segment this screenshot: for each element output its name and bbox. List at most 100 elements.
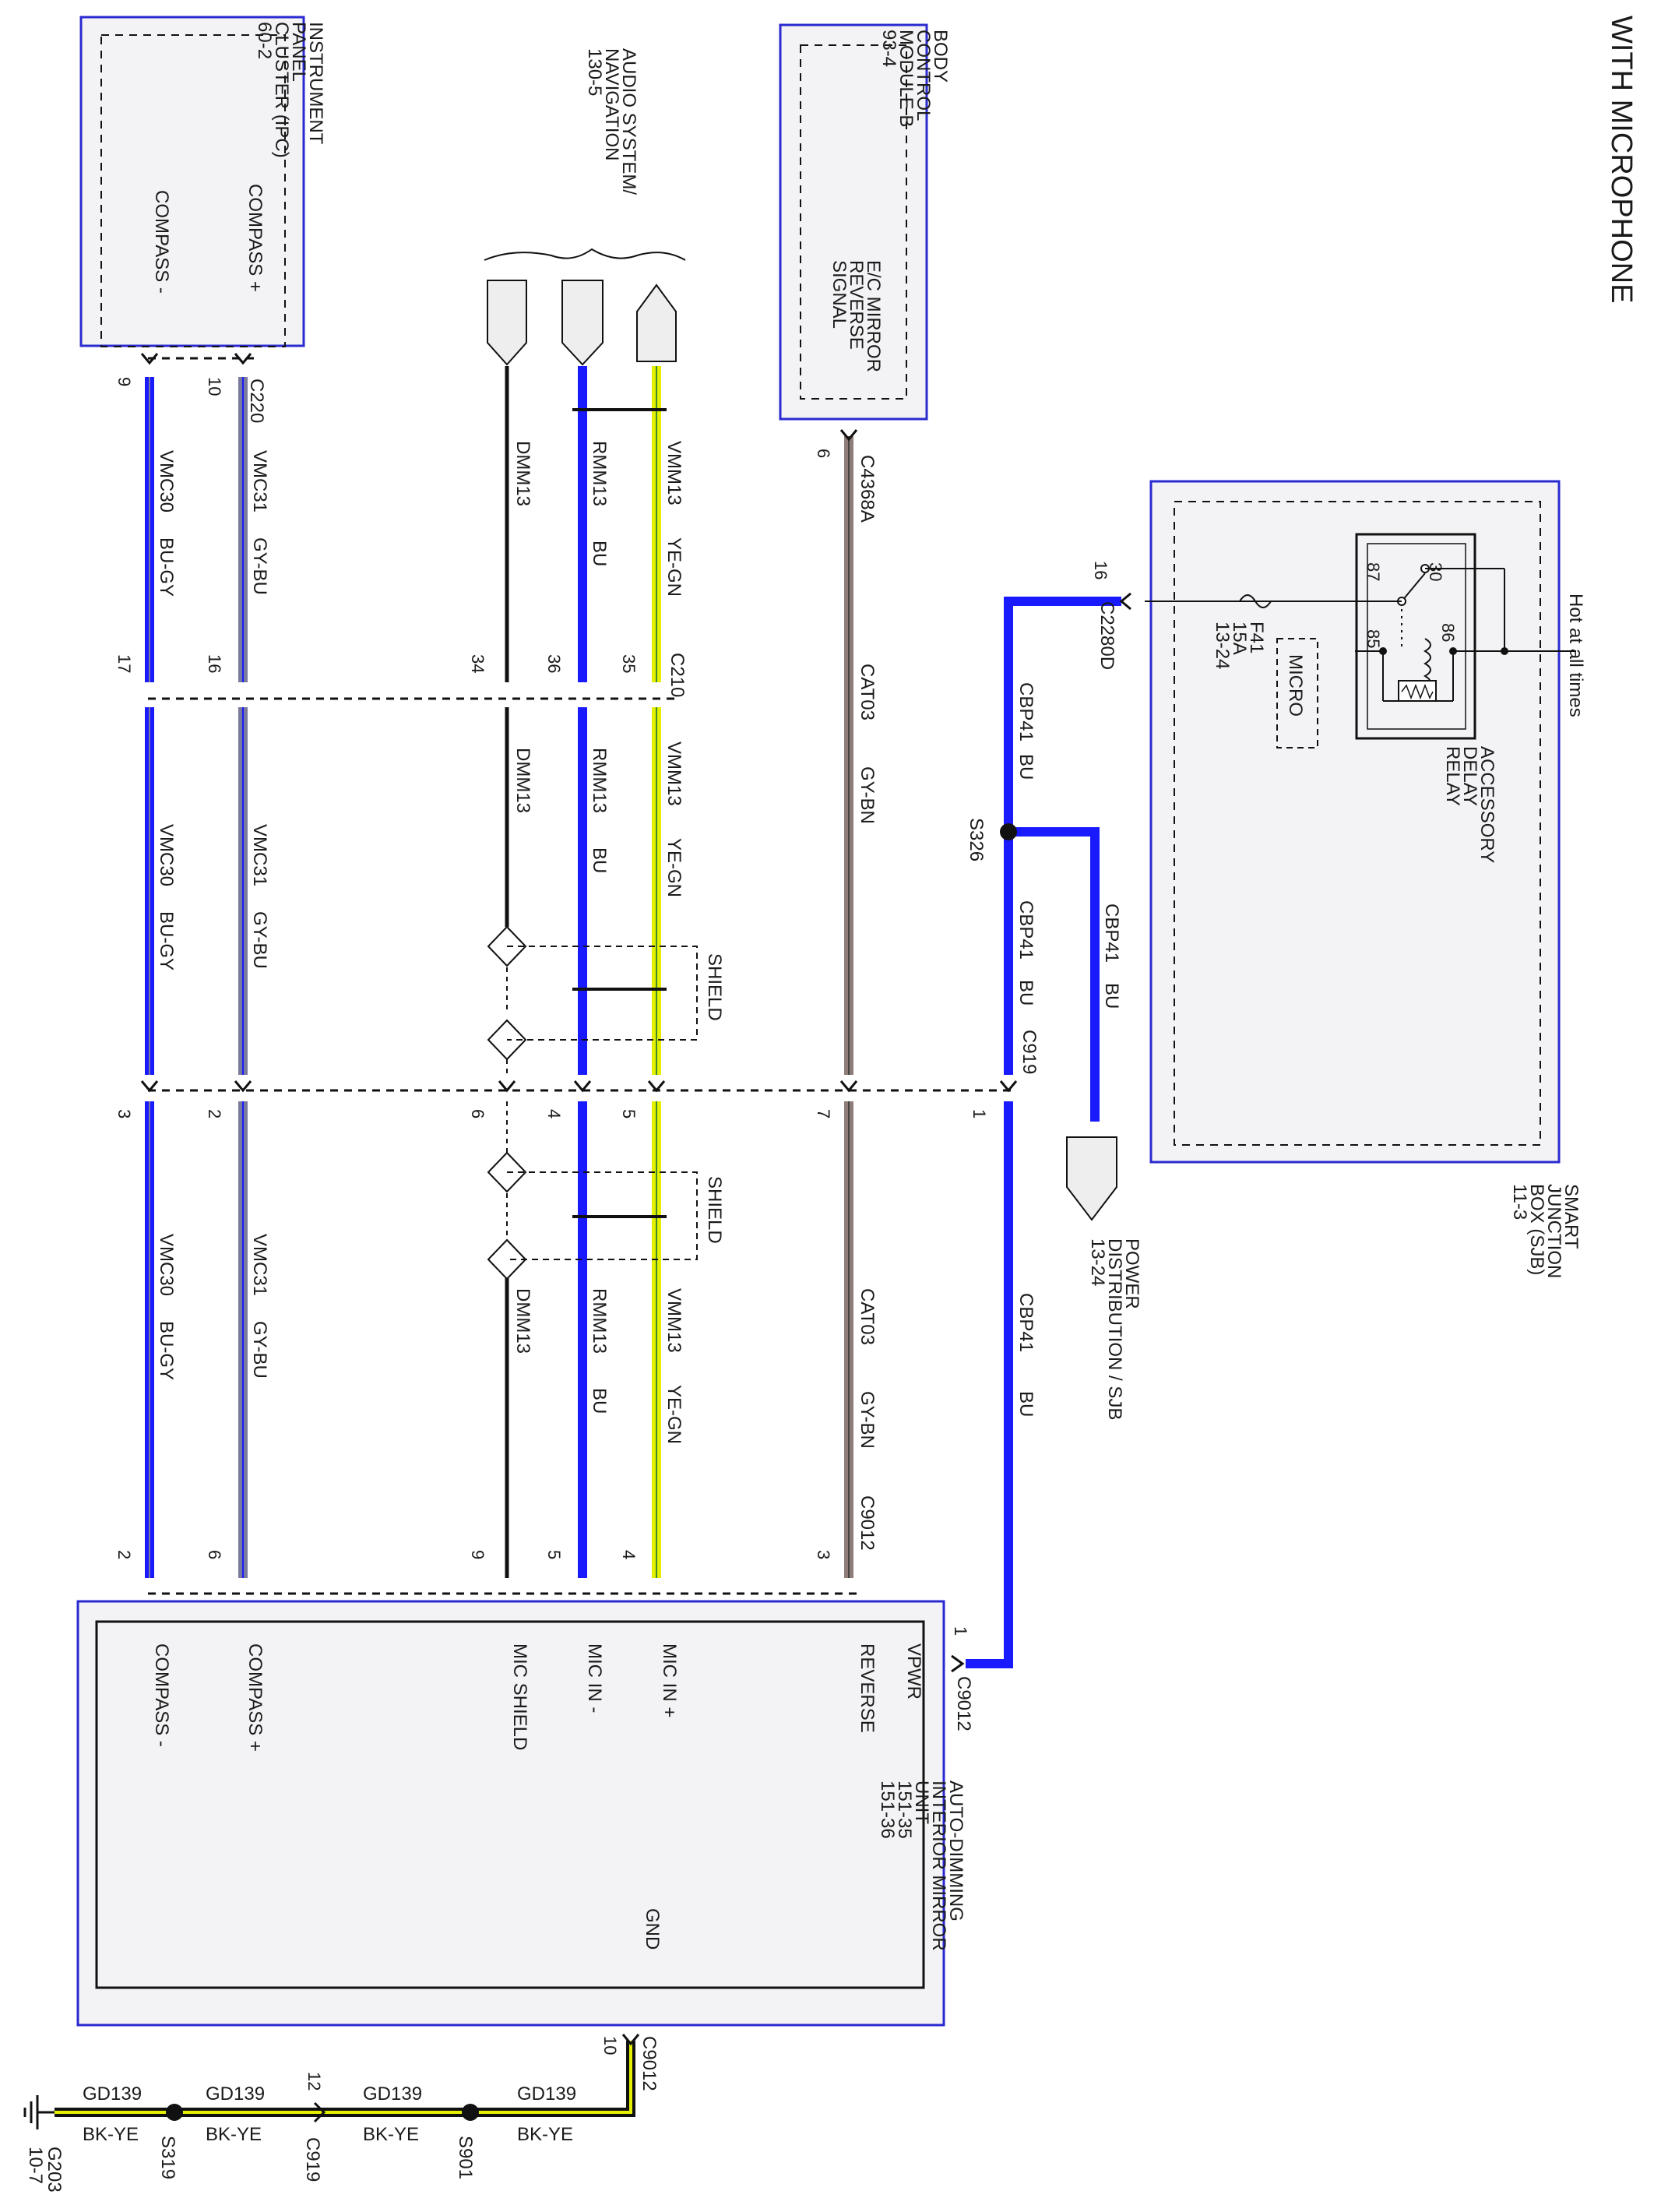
ipc-label: INSTRUMENT PANEL CLUSTER (IPC) 60-2 (254, 22, 326, 158)
wire-label-gd139-1: GD139 (517, 2083, 576, 2105)
wire-label-gd139-2: GD139 (363, 2083, 422, 2105)
relay-inner-box (1367, 543, 1466, 730)
splice-s901: S901 (455, 2136, 476, 2179)
mirror-label: AUTO-DIMMING INTERIOR MIRROR UNIT 151-35… (877, 1781, 966, 1951)
mirror-pin-vpwr: VPWR (903, 1643, 924, 1700)
wire-label-yegn-3: YE-GN (663, 1385, 684, 1444)
shield-upper-text: SHIELD (704, 953, 725, 1021)
ipc-box (79, 16, 305, 347)
ipc-inner-box (100, 34, 286, 347)
connector-c919b-arrow (313, 2101, 326, 2123)
sjb-hot-text: Hot at all times (1565, 594, 1586, 717)
bcm-inner-box (800, 44, 907, 400)
bcm-line-3: MODULE B (896, 30, 917, 127)
wire-label-gybu-2: GY-BU (249, 911, 270, 969)
mirror-pin-gnd: GND (642, 1908, 663, 1950)
arrow-c919-5 (647, 1080, 666, 1093)
wire-label-yegn-1: YE-GN (663, 537, 684, 597)
pin-m-5: 5 (544, 1550, 564, 1559)
wire-label-rmm13-1: RMM13 (589, 441, 610, 506)
shield-upper-outline (507, 946, 698, 1041)
sjb-line-4: 11-3 (1509, 1184, 1530, 1220)
ipc-line-3: CLUSTER (IPC) (271, 22, 292, 158)
audio-line-1: AUDIO SYSTEM/ (618, 48, 639, 195)
shield-upper: SHIELD (487, 925, 725, 1061)
relay-pin-87: 87 (1364, 562, 1383, 581)
relay-pin-30: 30 (1426, 562, 1445, 581)
arrow-c919-3 (140, 1080, 159, 1093)
bcm-pin-label: E/C MIRROR REVERSE SIGNAL (829, 260, 884, 372)
fuse-f41-symbol (1239, 594, 1272, 608)
pin-m-1: 1 (951, 1626, 970, 1636)
wire-label-bkye-4: BK-YE (83, 2124, 139, 2145)
wire-label-vmc31-3: VMC31 (249, 1234, 270, 1296)
wire-label-gd139-3: GD139 (206, 2083, 265, 2105)
connector-c919-gnd: C919 (302, 2137, 323, 2182)
wire-label-bugy-2: BU-GY (156, 911, 177, 970)
connector-c4368a: C4368A (857, 455, 878, 523)
pin-g-12: 12 (304, 2072, 324, 2090)
shield-lower-label: SHIELD (704, 1176, 725, 1244)
wire-label-rmm13-3: RMM13 (589, 1288, 610, 1354)
wire-label-bu-cbp41-4: BU (1015, 1391, 1036, 1417)
arrow-c919-7 (839, 1080, 858, 1093)
wire-label-bkye-1: BK-YE (517, 2124, 573, 2145)
relay-coil-path (1423, 638, 1431, 689)
connector-c210: C210 (667, 653, 688, 697)
splice-s326: S326 (966, 818, 987, 861)
wire-cbp41-seg2 (966, 1101, 1013, 1668)
pin-m-3: 3 (814, 1550, 833, 1559)
mirror-pin-reverse: REVERSE (857, 1643, 878, 1733)
wire-label-bu-cbp41-2: BU (1015, 980, 1036, 1006)
bcm-pin-line-3: SIGNAL (829, 260, 850, 329)
mirror-pin-reverse-text: REVERSE (857, 1643, 878, 1733)
relay-line-2: DELAY (1459, 746, 1480, 806)
shield-upper-label: SHIELD (704, 953, 725, 1021)
wire-label-vmm13-3: VMM13 (663, 1288, 684, 1353)
pin-c210-34: 34 (468, 654, 487, 673)
ipc-line-2: PANEL (288, 22, 309, 82)
power-line-1: POWER (1121, 1238, 1142, 1309)
wire-label-vmc31-1: VMC31 (249, 450, 270, 512)
wire-label-bugy-3: BU-GY (156, 1321, 177, 1380)
bcm-box (779, 23, 928, 421)
arrow-mirror-gnd (621, 2034, 640, 2046)
mirror-pin-compass-minus-text: COMPASS - (151, 1643, 172, 1747)
sjb-box (1149, 480, 1561, 1164)
ground-ref: 10-7 (25, 2147, 46, 2184)
fuse-label: F41 15A 13-24 (1212, 622, 1267, 669)
pin-m-4: 4 (619, 1550, 639, 1559)
mirror-line-4: 151-35 (894, 1781, 915, 1839)
relay-coil (1423, 638, 1431, 689)
shield-lower-outline (507, 1171, 698, 1260)
wire-labels: VMC30 BU-GY VMC30 BU-GY VMC30 BU-GY VMC3… (83, 441, 1122, 2145)
wire-label-vmc30-1: VMC30 (156, 450, 177, 512)
power-line-2: DISTRIBUTION / SJB (1104, 1238, 1125, 1420)
relay-line-1: ACCESSORY (1476, 746, 1497, 863)
wire-label-bu-1: BU (589, 541, 610, 566)
arrow-ipc-plus (234, 353, 252, 365)
arrow-c919-6 (498, 1080, 516, 1093)
audio-line-2: NAVIGATION (601, 48, 622, 160)
relay-resistor-zigzag (1401, 683, 1434, 700)
shield-lower-text: SHIELD (704, 1176, 725, 1244)
ipc-pin-compass-plus-text: COMPASS + (245, 184, 266, 292)
relay-pin-86: 86 (1438, 623, 1458, 642)
pin-c210-36: 36 (544, 654, 564, 673)
wire-label-dmm13-1: DMM13 (512, 441, 533, 506)
wire-label-gd139-4: GD139 (83, 2083, 142, 2105)
power-label: POWER DISTRIBUTION / SJB 13-24 (1087, 1238, 1142, 1420)
splice-labels: S326 S319 S901 (157, 818, 987, 2179)
wire-cbp41 (966, 597, 1121, 1668)
mirror-pin-compass-plus: COMPASS + (245, 1643, 266, 1752)
mirror-pin-mic-shield-text: MIC SHIELD (509, 1643, 530, 1750)
mirror-line-2: INTERIOR MIRROR (928, 1781, 949, 1951)
connector-c220: C220 (246, 379, 267, 423)
title-text: WITH MICROPHONE (1605, 16, 1638, 303)
bcm-line-2: CONTROL (913, 30, 934, 121)
relay-box (1355, 533, 1476, 740)
bcm-line-1: BODY (930, 30, 951, 83)
wire-label-cbp41-4: CBP41 (1015, 1293, 1036, 1352)
arrow-mirror-vpwr (951, 1654, 965, 1673)
connector-c919: C919 (1019, 1030, 1040, 1074)
